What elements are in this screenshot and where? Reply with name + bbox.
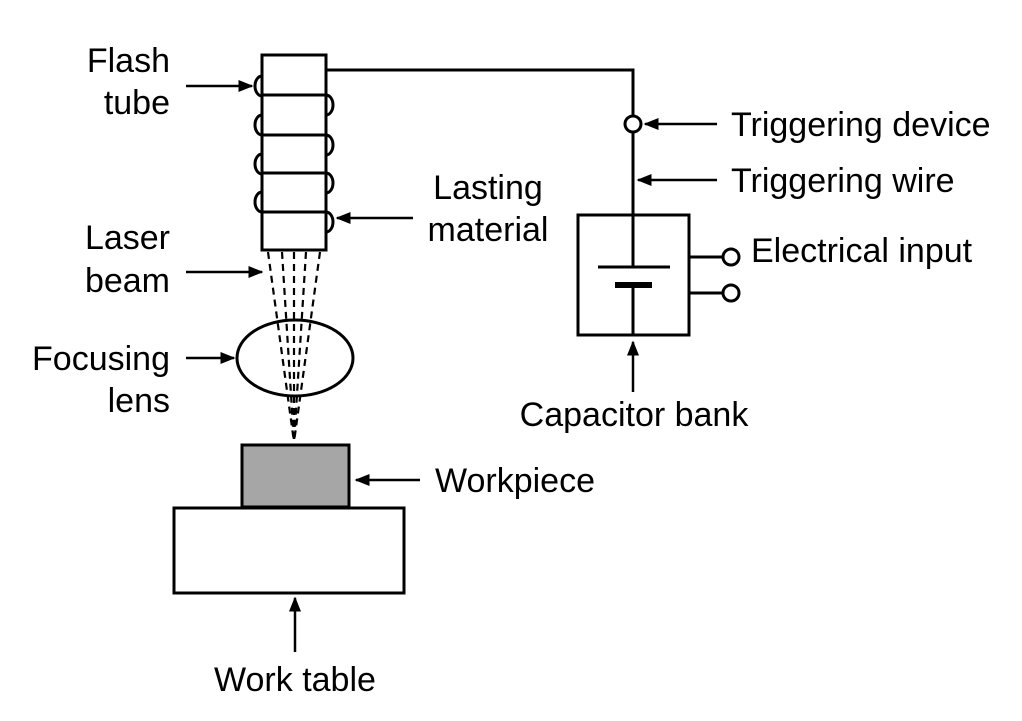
label-capacitor-bank: Capacitor bank	[520, 396, 750, 434]
supply-wire	[326, 68, 635, 116]
coil-loop-left	[253, 74, 263, 98]
label-electrical-input: Electrical input	[751, 232, 973, 270]
capacitor-bank	[576, 213, 741, 337]
callout-arrows	[186, 80, 717, 652]
coil-loop-left	[253, 152, 263, 176]
label-laser-beam-line2: beam	[85, 262, 170, 300]
input-terminal	[721, 247, 741, 267]
label-lasting-material-line1: Lasting	[433, 169, 543, 207]
label-workpiece: Workpiece	[435, 462, 595, 500]
laser-beam	[266, 251, 322, 443]
beam-ray	[266, 251, 296, 443]
beam-ray	[280, 251, 296, 443]
coil-loop-right	[325, 93, 335, 117]
focusing-lens	[235, 318, 355, 398]
labels: Flash tube Laser beam Focusing lens Last…	[32, 42, 991, 699]
coil-loop-left	[253, 190, 263, 214]
label-triggering-device: Triggering device	[731, 106, 991, 144]
flash-tube-assembly	[253, 53, 335, 252]
circuit-wiring	[326, 68, 643, 215]
triggering-device-terminal	[623, 114, 643, 134]
label-focusing-lens-line2: lens	[108, 382, 170, 420]
coil-loop-right	[325, 133, 335, 157]
label-flash-tube-line2: tube	[104, 84, 170, 122]
label-laser-beam-line1: Laser	[85, 219, 170, 257]
label-lasting-material-line2: material	[428, 211, 549, 249]
label-focusing-lens-line1: Focusing	[32, 340, 170, 378]
beam-ray	[292, 251, 308, 443]
coil-loop-right	[325, 210, 335, 234]
coil-loop-left	[253, 113, 263, 137]
beam-ray	[292, 251, 322, 443]
label-triggering-wire: Triggering wire	[731, 162, 955, 200]
input-terminal	[721, 283, 741, 303]
work-table	[172, 506, 406, 595]
label-flash-tube-line1: Flash	[87, 42, 170, 80]
lasing-rod	[260, 53, 328, 252]
label-work-table: Work table	[214, 661, 376, 699]
workpiece	[240, 443, 351, 509]
coil-loop-right	[325, 171, 335, 195]
